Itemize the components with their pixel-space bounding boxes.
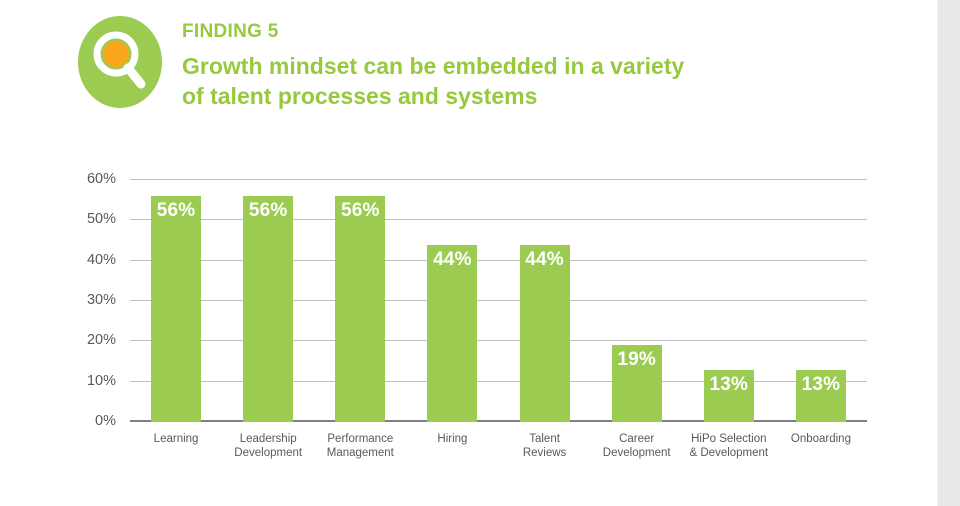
- category-label-line: Hiring: [437, 433, 468, 445]
- x-axis-category-label: Learning: [118, 432, 234, 446]
- category-label-line: Learning: [153, 433, 199, 445]
- category-label-line: Onboarding: [790, 433, 851, 445]
- x-axis-category-label: Hiring: [394, 432, 510, 446]
- x-axis-line: [130, 420, 867, 422]
- category-label-line: Performance: [327, 433, 394, 445]
- bar[interactable]: 56%: [151, 196, 202, 422]
- y-axis-tick-label: 60%: [86, 171, 116, 187]
- bar-slot: 13% Onboarding: [775, 180, 867, 445]
- y-axis-tick-label: 30%: [86, 292, 116, 308]
- bar[interactable]: 13%: [795, 369, 846, 422]
- header-text-block: FINDING 5 Growth mindset can be embedded…: [182, 16, 702, 112]
- bar-slot: 44% Hiring: [406, 180, 498, 445]
- bar-value-label: 13%: [801, 373, 841, 395]
- bar[interactable]: 44%: [519, 244, 570, 422]
- bar-value-label: 44%: [433, 248, 472, 270]
- page-title: Growth mindset can be embedded in a vari…: [182, 52, 685, 110]
- plot-area: 60% 50% 40% 30% 20% 10% 0% 56% Learning 56% Leade…: [87, 171, 867, 459]
- x-axis-category-label: HiPo Selection & Development: [671, 432, 787, 461]
- finding-kicker: FINDING 5: [182, 21, 279, 42]
- bar[interactable]: 19%: [611, 345, 662, 422]
- y-axis-tick-label: 20%: [86, 332, 116, 349]
- category-label-line: & Development: [689, 447, 769, 460]
- category-label-line: Talent: [529, 433, 560, 445]
- category-label-line: Career: [619, 433, 655, 445]
- finding-header: FINDING 5 Growth mindset can be embedded…: [78, 16, 702, 112]
- category-label-line: Management: [326, 447, 394, 460]
- gridline: 50%: [87, 211, 867, 227]
- bar[interactable]: 56%: [243, 196, 294, 422]
- bar-value-label: 56%: [156, 200, 196, 222]
- gridline: 30%: [87, 292, 867, 308]
- bar-value-label: 13%: [709, 373, 749, 395]
- y-axis-tick-label: 10%: [86, 372, 116, 389]
- gridline: 10%: [87, 373, 867, 389]
- bar-value-label: 44%: [525, 248, 564, 270]
- gridline: 60%: [87, 171, 867, 187]
- x-axis-category-label: Onboarding: [763, 432, 879, 446]
- bar-value-label: 56%: [248, 200, 288, 222]
- magnifier-icon: [78, 16, 162, 108]
- bar[interactable]: 44%: [427, 244, 478, 422]
- bar-value-label: 19%: [617, 349, 656, 371]
- bar[interactable]: 56%: [335, 196, 386, 422]
- gridline: 20%: [87, 332, 867, 348]
- category-label-line: Development: [602, 447, 671, 460]
- bar-slot: 13% HiPo Selection & Development: [683, 180, 775, 459]
- right-edge-divider: [937, 0, 938, 506]
- bar[interactable]: 13%: [703, 369, 754, 422]
- bar-slot: 56% Learning: [130, 180, 222, 445]
- bar-value-label: 56%: [340, 200, 380, 222]
- category-label-line: Leadership: [239, 433, 297, 445]
- category-label-line: Reviews: [522, 447, 567, 460]
- y-axis-tick-label: 50%: [86, 211, 116, 228]
- category-label-line: HiPo Selection: [691, 433, 767, 445]
- bar-chart: 60% 50% 40% 30% 20% 10% 0% 56% Learning 56% Leade…: [0, 150, 960, 480]
- y-axis-tick-label: 0%: [95, 413, 116, 429]
- y-axis-tick-label: 40%: [86, 251, 116, 268]
- category-label-line: Development: [234, 447, 303, 460]
- gridline: 40%: [87, 252, 867, 268]
- right-edge-band: [938, 0, 960, 506]
